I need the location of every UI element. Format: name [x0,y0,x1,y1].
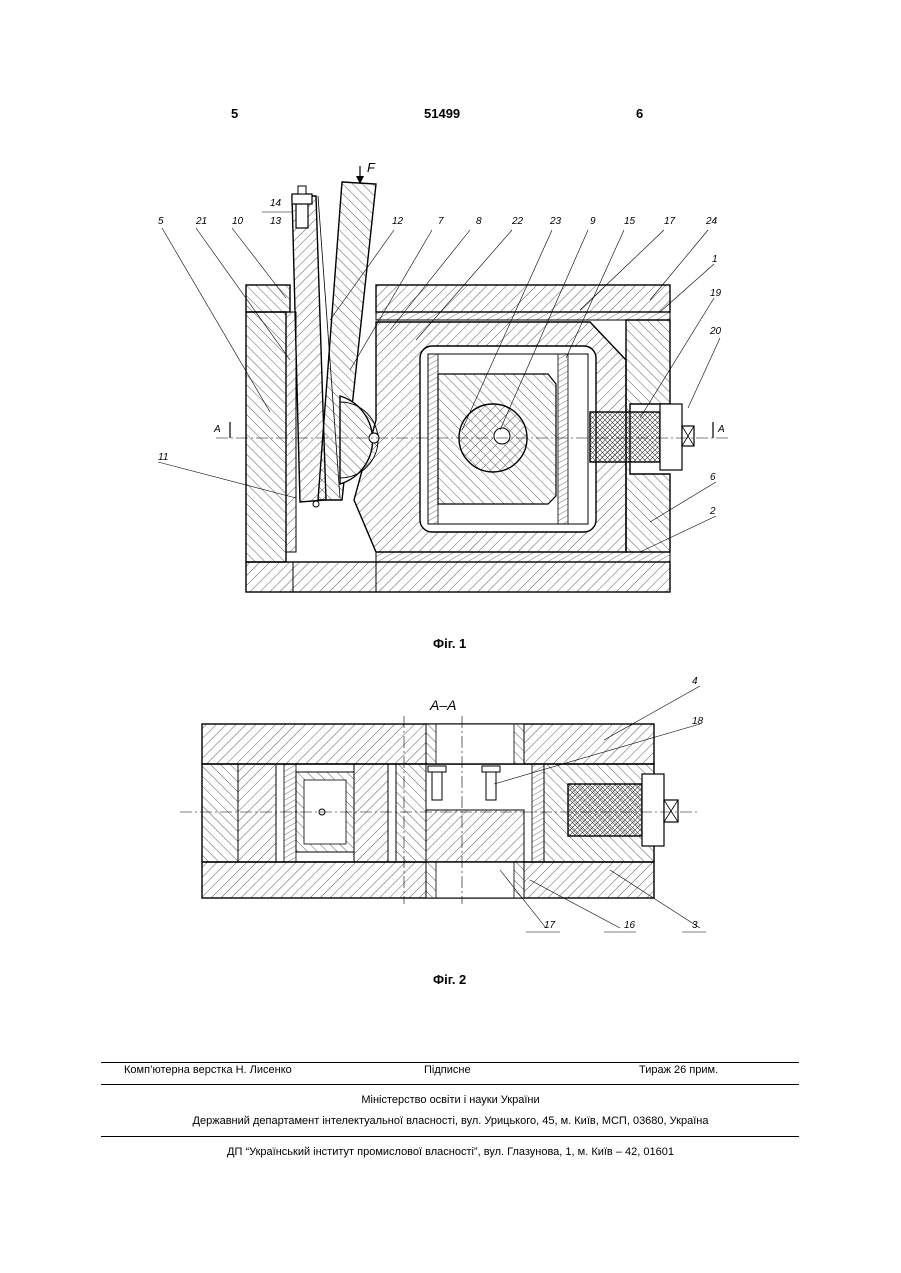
callout-18: 18 [692,716,704,727]
signed-label: Підписне [424,1064,471,1076]
central-block [426,810,524,862]
figure-2-drawing: А–А 4 18 17 16 [0,0,901,960]
figure-2-caption: Фіг. 2 [433,972,466,987]
section-elastic-insert [568,784,642,836]
callout-17-fig2: 17 [544,920,556,931]
section-title: А–А [429,697,456,713]
department-line: Державний департамент інтелектуальної вл… [0,1115,901,1127]
layout-credit: Комп’ютерна верстка Н. Лисенко [124,1064,292,1076]
callout-3: 3 [692,920,698,931]
callout-4: 4 [692,676,698,687]
institute-line: ДП “Український інститут промислової вла… [0,1146,901,1158]
ministry-line: Міністерство освіти і науки України [0,1094,901,1106]
footer-rule-bottom [101,1136,799,1137]
circulation-label: Тираж 26 прим. [639,1064,718,1076]
footer-rule-top [101,1062,799,1063]
footer-rule-middle [101,1084,799,1085]
callout-16: 16 [624,920,636,931]
